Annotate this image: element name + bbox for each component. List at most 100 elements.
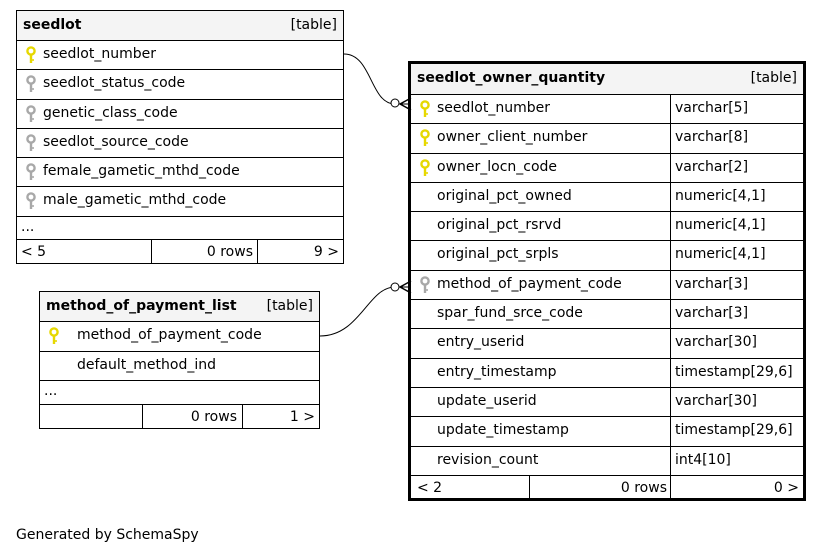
table-name[interactable]: seedlot_owner_quantity (417, 70, 606, 86)
table-kind: [table] (750, 70, 797, 86)
column-name: genetic_class_code (43, 104, 178, 121)
foreign-key-icon (26, 104, 36, 123)
column-row[interactable]: original_pct_rsrvd numeric[4,1] (411, 212, 803, 242)
column-type: int4[10] (675, 451, 731, 468)
column-name: entry_timestamp (437, 363, 557, 380)
column-type: varchar[30] (675, 334, 757, 351)
column-name: seedlot_number (43, 46, 156, 62)
table-footer: < 2 0 rows 0 > (411, 475, 803, 501)
parents-link[interactable]: < 5 (21, 243, 47, 260)
column-type: varchar[5] (675, 100, 749, 116)
column-row[interactable]: seedlot_number (17, 41, 343, 71)
column-type: numeric[4,1] (675, 187, 766, 204)
primary-key-icon (26, 46, 36, 64)
relationship-method-of-payment-link[interactable] (319, 286, 411, 337)
foreign-key-icon (26, 75, 36, 93)
column-row[interactable]: method_of_payment_code (40, 322, 319, 352)
generated-by-label: Generated by SchemaSpy (16, 527, 199, 543)
parents-link[interactable]: < 2 (417, 479, 443, 496)
primary-key-icon (420, 100, 430, 118)
crowsfoot-marker (399, 280, 412, 294)
relationship-seedlot-link[interactable] (343, 53, 411, 105)
column-row[interactable]: seedlot_status_code (17, 70, 343, 100)
column-name: update_userid (437, 392, 537, 409)
column-type: numeric[4,1] (675, 217, 766, 234)
column-name: female_gametic_mthd_code (43, 163, 240, 180)
column-row[interactable]: seedlot_source_code (17, 129, 343, 159)
column-type: varchar[2] (675, 158, 749, 175)
column-name: seedlot_number (437, 100, 550, 116)
row-count: 0 rows (206, 243, 253, 260)
column-name: original_pct_owned (437, 187, 572, 204)
table-header: seedlot [table] (17, 11, 343, 41)
column-row[interactable]: default_method_ind (40, 352, 319, 381)
children-link[interactable]: 1 > (289, 409, 315, 425)
optional-marker (390, 282, 400, 292)
column-type: timestamp[29,6] (675, 422, 793, 439)
table-footer: 0 rows 1 > (40, 405, 319, 429)
more-columns-row: ... (17, 217, 343, 240)
table-kind: [table] (266, 298, 313, 314)
column-type: numeric[4,1] (675, 246, 766, 263)
column-name: revision_count (437, 451, 539, 468)
children-link[interactable]: 0 > (773, 479, 799, 496)
column-name: original_pct_rsrvd (437, 217, 562, 234)
table-name[interactable]: method_of_payment_list (46, 298, 237, 314)
table-header: method_of_payment_list [table] (40, 292, 319, 322)
table-seedlot[interactable]: seedlot [table] seedlot_number seedlot_st… (16, 10, 344, 264)
column-row[interactable]: original_pct_srpls numeric[4,1] (411, 241, 803, 271)
column-row[interactable]: original_pct_owned numeric[4,1] (411, 182, 803, 213)
foreign-key-icon (26, 192, 36, 210)
table-kind: [table] (290, 17, 337, 33)
column-name: spar_fund_srce_code (437, 305, 583, 322)
primary-key-icon (49, 327, 59, 345)
more-columns-row: ... (40, 381, 319, 405)
foreign-key-icon (26, 134, 36, 152)
children-link[interactable]: 9 > (313, 243, 339, 260)
more-columns: ... (21, 218, 35, 235)
column-row[interactable]: update_userid varchar[30] (411, 387, 803, 418)
column-name: male_gametic_mthd_code (43, 192, 227, 209)
column-type: varchar[30] (675, 392, 757, 409)
column-row[interactable]: spar_fund_srce_code varchar[3] (411, 300, 803, 330)
column-row[interactable]: method_of_payment_code varchar[3] (411, 270, 803, 301)
column-name: original_pct_srpls (437, 246, 559, 263)
column-name: default_method_ind (77, 356, 216, 373)
column-row[interactable]: female_gametic_mthd_code (17, 158, 343, 188)
column-row[interactable]: entry_timestamp timestamp[29,6] (411, 358, 803, 388)
column-name: method_of_payment_code (437, 275, 622, 292)
column-row[interactable]: male_gametic_mthd_code (17, 187, 343, 217)
row-count: 0 rows (620, 479, 667, 496)
primary-key-icon (420, 158, 430, 177)
primary-key-icon (420, 129, 430, 147)
column-name: seedlot_source_code (43, 133, 189, 150)
column-row[interactable]: update_timestamp timestamp[29,6] (411, 417, 803, 447)
table-name[interactable]: seedlot (23, 17, 82, 33)
column-type: varchar[3] (675, 275, 749, 292)
column-row[interactable]: owner_locn_code varchar[2] (411, 153, 803, 183)
more-columns: ... (44, 383, 58, 399)
column-name: update_timestamp (437, 422, 569, 439)
column-name: seedlot_status_code (43, 75, 186, 92)
column-row[interactable]: seedlot_number varchar[5] (411, 95, 803, 125)
optional-marker (390, 98, 400, 108)
column-name: method_of_payment_code (77, 327, 262, 343)
crowsfoot-marker (399, 97, 412, 111)
table-method-of-payment-list[interactable]: method_of_payment_list [table] method_of… (39, 291, 320, 429)
column-name: entry_userid (437, 334, 525, 351)
column-row[interactable]: revision_count int4[10] (411, 446, 803, 476)
foreign-key-icon (26, 163, 36, 181)
column-row[interactable]: owner_client_number varchar[8] (411, 124, 803, 154)
row-count: 0 rows (190, 409, 237, 425)
column-type: timestamp[29,6] (675, 363, 793, 380)
column-name: owner_locn_code (437, 158, 558, 175)
column-type: varchar[8] (675, 129, 749, 146)
column-name: owner_client_number (437, 129, 588, 146)
column-row[interactable]: entry_userid varchar[30] (411, 329, 803, 359)
table-seedlot-owner-quantity[interactable]: seedlot_owner_quantity [table] seedlot_n… (408, 61, 806, 501)
table-footer: < 5 0 rows 9 > (17, 239, 343, 264)
foreign-key-icon (420, 275, 430, 294)
column-row[interactable]: genetic_class_code (17, 100, 343, 129)
column-type: varchar[3] (675, 305, 749, 322)
